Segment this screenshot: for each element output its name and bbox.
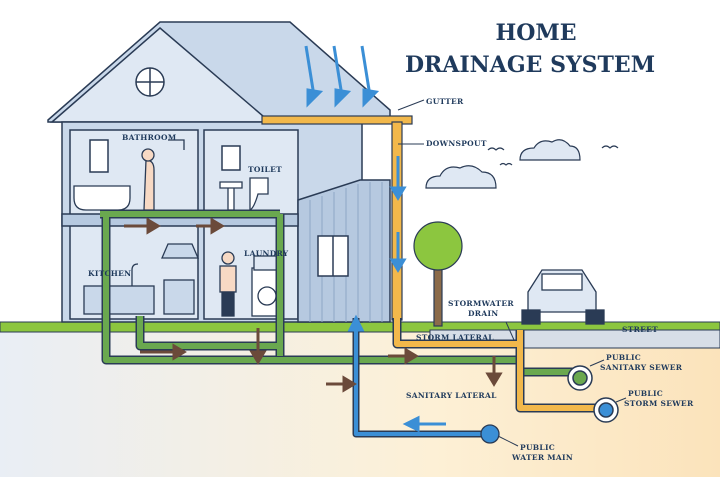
leader-lines	[397, 99, 627, 447]
waste-flow-arrows	[124, 217, 503, 393]
tree-icon	[413, 221, 463, 327]
label-gutter: GUTTER	[426, 97, 464, 106]
stove-icon	[163, 279, 195, 315]
person-icon	[143, 159, 155, 211]
label-street: STREET	[622, 325, 658, 334]
label-laundry: LAUNDRY	[244, 249, 289, 258]
label-toilet: TOILET	[248, 165, 282, 174]
bathtub-icon	[73, 185, 131, 211]
label-public-storm-sewer-2: STORM SEWER	[624, 399, 694, 408]
label-public-water-main-2: WATER MAIN	[511, 453, 573, 462]
person-head-icon	[141, 148, 155, 162]
gutter	[261, 115, 413, 125]
label-sanitary-lateral: SANITARY LATERAL	[406, 391, 497, 400]
faucet-icon	[131, 263, 139, 286]
label-public-sanitary-sewer-2: SANITARY SEWER	[600, 363, 683, 372]
title-line-1: HOME	[495, 20, 576, 46]
label-storm-lateral: STORM LATERAL	[416, 333, 494, 342]
car-icon	[521, 269, 605, 325]
washer-door	[257, 286, 277, 306]
person-legs	[221, 291, 235, 317]
label-public-sanitary-sewer-1: PUBLIC	[606, 353, 641, 362]
bird-icon	[487, 147, 505, 151]
labels: BATHROOM TOILET LAUNDRY KITCHEN GUTTER D…	[88, 97, 694, 462]
label-stormwater-drain-2: DRAIN	[468, 309, 498, 318]
label-public-storm-sewer-1: PUBLIC	[628, 389, 663, 398]
storm-pipes-fill	[394, 318, 600, 411]
bird-icon	[601, 145, 619, 149]
cloud-icon	[425, 165, 497, 189]
label-stormwater-drain-1: STORMWATER	[448, 299, 514, 308]
house	[47, 21, 391, 323]
sky-decoration	[425, 139, 619, 189]
cloud-icon	[519, 139, 581, 161]
label-kitchen: KITCHEN	[88, 269, 131, 278]
person-head-icon	[221, 251, 235, 265]
fixtures	[73, 139, 283, 317]
person-icon	[219, 265, 237, 293]
downspout	[391, 121, 403, 321]
public-sewer-icons	[567, 365, 619, 423]
water-main-pipe	[352, 318, 484, 438]
diagram-title: HOME DRAINAGE SYSTEM	[405, 20, 655, 78]
label-public-water-main-1: PUBLIC	[520, 443, 555, 452]
shower-icon	[168, 139, 185, 150]
bird-icon	[499, 162, 513, 166]
label-downspout: DOWNSPOUT	[426, 139, 487, 148]
kitchen-counter	[83, 285, 155, 315]
laundry-basket-icon	[253, 255, 279, 271]
range-hood-icon	[161, 243, 199, 259]
rain-arrows	[304, 45, 446, 433]
public-water-main-icon	[480, 424, 500, 444]
title-line-2: DRAINAGE SYSTEM	[405, 52, 655, 78]
label-bathroom: BATHROOM	[122, 133, 176, 142]
